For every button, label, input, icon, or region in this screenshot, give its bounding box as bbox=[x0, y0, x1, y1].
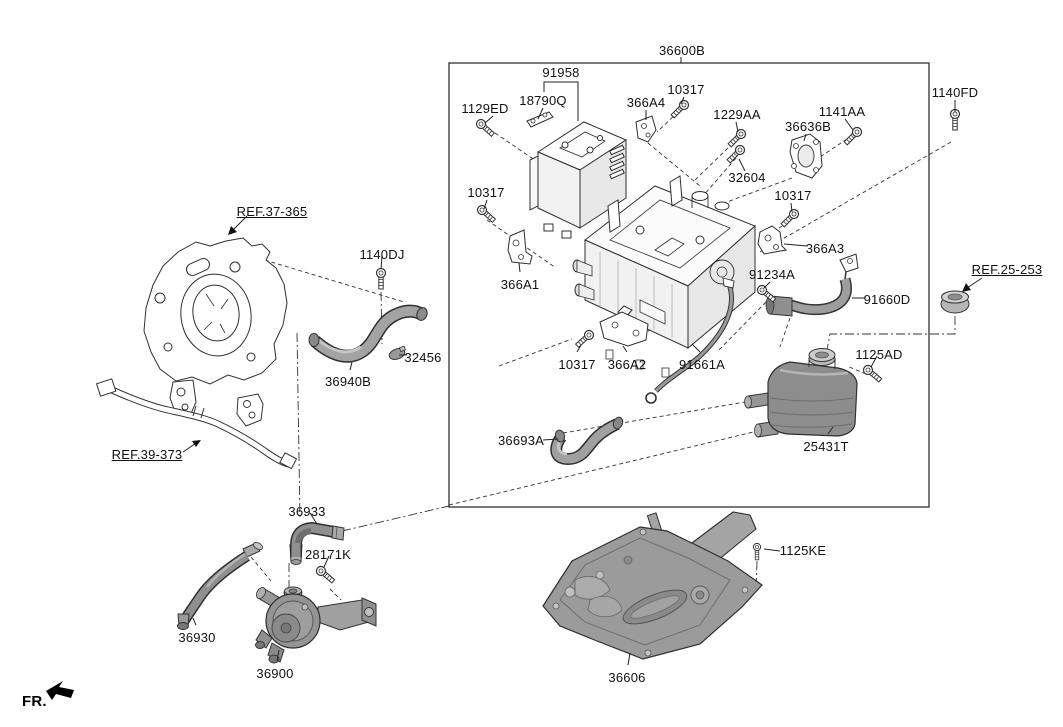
bracket-18790q-drawing bbox=[526, 111, 554, 128]
plate-36636b-drawing bbox=[789, 133, 823, 179]
front-marker-label: FR. bbox=[22, 693, 47, 710]
bracket-366a1-drawing bbox=[507, 229, 533, 265]
label-36940b: 36940B bbox=[324, 374, 372, 389]
label-10317-left: 10317 bbox=[467, 185, 505, 200]
inverter-91958-drawing bbox=[529, 121, 628, 239]
label-ref-39-373[interactable]: REF.39-373 bbox=[111, 447, 183, 462]
hose-36940b-drawing bbox=[308, 304, 428, 363]
bracket-366a3-drawing bbox=[757, 225, 788, 255]
label-ref-37-365[interactable]: REF.37-365 bbox=[236, 204, 308, 219]
bolt-1125ad-icon bbox=[861, 363, 884, 385]
tank-25431t-drawing bbox=[744, 348, 858, 438]
label-1229aa: 1229AA bbox=[713, 107, 761, 122]
label-ref-25-253[interactable]: REF.25-253 bbox=[971, 262, 1043, 277]
label-1141aa: 1141AA bbox=[818, 104, 866, 119]
hose-36693a-drawing bbox=[550, 416, 624, 466]
label-1140fd: 1140FD bbox=[931, 85, 979, 100]
label-25431t: 25431T bbox=[803, 439, 849, 454]
grommet-drawing bbox=[940, 290, 970, 314]
bolt-1140fd-icon bbox=[949, 108, 961, 131]
label-366a1: 366A1 bbox=[500, 277, 540, 292]
bolt-10317-top-icon bbox=[668, 98, 691, 121]
label-36933: 36933 bbox=[288, 504, 326, 519]
label-18790q: 18790Q bbox=[519, 93, 567, 108]
label-1129ed: 1129ED bbox=[461, 101, 509, 116]
label-32604: 32604 bbox=[728, 170, 766, 185]
label-366a4: 366A4 bbox=[626, 95, 666, 110]
label-36930: 36930 bbox=[178, 630, 216, 645]
hose-91660d-drawing bbox=[765, 253, 859, 317]
label-1140dj: 1140DJ bbox=[359, 247, 405, 262]
front-direction-arrow-icon bbox=[46, 681, 74, 700]
label-91660d: 91660D bbox=[863, 292, 911, 307]
label-10317-right: 10317 bbox=[774, 188, 812, 203]
label-91958: 91958 bbox=[542, 65, 580, 80]
plate-36606-drawing bbox=[542, 511, 763, 660]
bolt-1140dj-icon bbox=[375, 267, 387, 290]
label-10317-top: 10317 bbox=[667, 82, 705, 97]
leader-arrowheads bbox=[192, 226, 971, 447]
bolt-1125ke-icon bbox=[752, 542, 762, 561]
label-366a3: 366A3 bbox=[805, 241, 845, 256]
hsg-unit-drawing bbox=[572, 175, 756, 378]
label-91661a: 91661A bbox=[678, 357, 726, 372]
bolt-32604-icon bbox=[724, 143, 747, 166]
bolt-1129ed-icon bbox=[474, 117, 497, 139]
bolt-1229aa-icon bbox=[725, 127, 748, 150]
label-366a2: 366A2 bbox=[607, 357, 647, 372]
label-28171k: 28171K bbox=[304, 547, 352, 562]
label-32456: 32456 bbox=[404, 350, 442, 365]
bolt-10317-right-icon bbox=[778, 207, 801, 230]
bracket-366a2-drawing bbox=[599, 305, 649, 347]
label-36900: 36900 bbox=[256, 666, 294, 681]
label-10317-mid: 10317 bbox=[558, 357, 596, 372]
bolt-1141aa-icon bbox=[841, 125, 864, 148]
bolt-10317-left-icon bbox=[475, 203, 498, 225]
cable-91661a-drawing bbox=[645, 277, 735, 404]
hose-36930-drawing bbox=[177, 541, 263, 630]
engine-transaxle-drawing bbox=[143, 237, 288, 417]
label-1125ke: 1125KE bbox=[779, 543, 827, 558]
ref-pipe-assembly-drawing bbox=[95, 378, 298, 470]
pump-36900-drawing bbox=[255, 586, 377, 664]
label-36600b: 36600B bbox=[658, 43, 706, 58]
hose-36933-drawing bbox=[289, 521, 345, 565]
assembly-outline-box bbox=[448, 57, 930, 508]
label-91234a: 91234A bbox=[748, 267, 796, 282]
label-1125ad: 1125AD bbox=[855, 347, 903, 362]
bracket-366a4-drawing bbox=[635, 115, 657, 143]
label-36606: 36606 bbox=[608, 670, 646, 685]
clamp-32456-drawing bbox=[388, 345, 407, 360]
label-36636b: 36636B bbox=[784, 119, 832, 134]
bolt-10317-mid-icon bbox=[573, 328, 596, 350]
bolt-28171k-icon bbox=[314, 564, 337, 586]
label-36693a: 36693A bbox=[497, 433, 545, 448]
